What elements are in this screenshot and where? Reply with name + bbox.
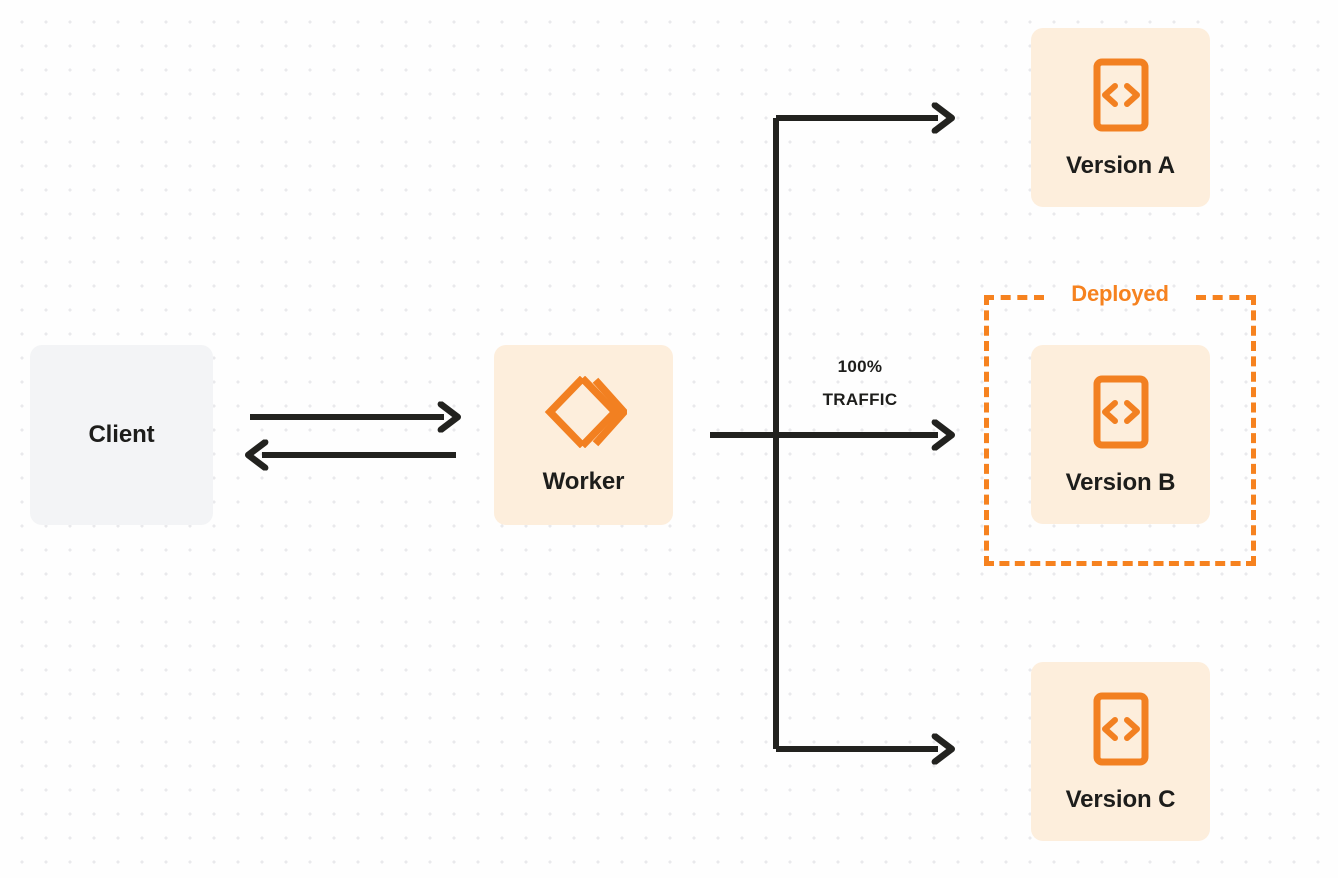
node-client[interactable]: Client	[30, 345, 213, 525]
node-version-b[interactable]: Version B	[1031, 345, 1210, 524]
deployed-frame-right-edge	[1251, 295, 1256, 566]
code-file-icon	[1093, 375, 1149, 449]
node-worker-label: Worker	[542, 468, 625, 495]
deployed-badge-label: Deployed	[1071, 281, 1169, 306]
node-client-label: Client	[88, 421, 155, 448]
node-version-a-label: Version A	[1066, 151, 1175, 179]
traffic-percent: 100%	[837, 357, 883, 376]
node-version-c-label: Version C	[1065, 785, 1176, 813]
cloudflare-workers-logo-icon	[541, 376, 627, 448]
deployed-frame-top-right-edge	[1196, 295, 1256, 300]
deployed-frame: Deployed	[984, 281, 1256, 566]
node-version-b-label: Version B	[1065, 468, 1176, 496]
node-version-a[interactable]: Version A	[1031, 28, 1210, 207]
node-worker[interactable]: Worker	[494, 345, 673, 525]
deployed-frame-top-left-edge	[984, 295, 1044, 300]
code-file-icon	[1093, 692, 1149, 766]
traffic-annotation: 100% TRAFFIC	[790, 350, 930, 416]
deployed-frame-left-edge	[984, 295, 989, 566]
deployed-frame-bottom-edge	[984, 561, 1256, 566]
node-version-c[interactable]: Version C	[1031, 662, 1210, 841]
code-file-icon	[1093, 58, 1149, 132]
traffic-word: TRAFFIC	[822, 390, 898, 409]
